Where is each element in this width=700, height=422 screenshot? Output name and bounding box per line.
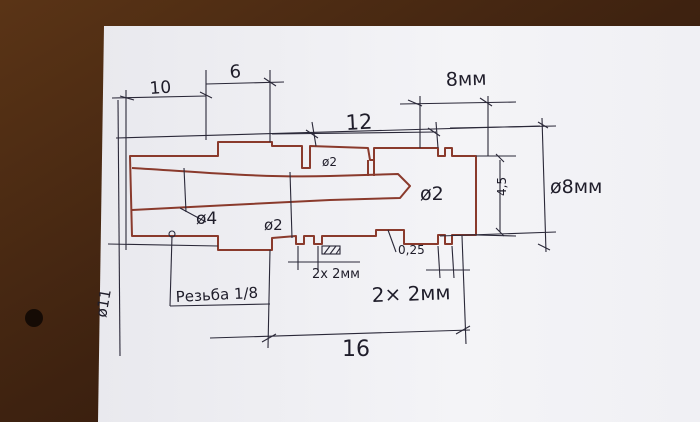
label-groove-small: 2x 2мм [312, 267, 360, 282]
label-dim-0-25: 0,25 [398, 243, 425, 257]
label-groove-large: 2× 2мм [371, 280, 451, 307]
label-dim-4-5: 4,5 [495, 177, 509, 196]
label-dia-2-small: ø2 [322, 155, 337, 169]
label-dia-8mm: ø8мм [550, 176, 602, 198]
label-dia-2-right: ø2 [420, 183, 444, 205]
label-len-6: 6 [229, 61, 242, 83]
dimension-labels: 10 6 12 8мм ø8мм 4,5 ø4 ø2 ø2 ø2 0,25 2x… [92, 61, 602, 362]
paper-sheet [98, 26, 700, 422]
table-hole [25, 309, 43, 327]
label-len-10: 10 [149, 78, 172, 99]
label-dia-4: ø4 [196, 209, 217, 229]
dimension-lines [107, 70, 557, 357]
part-outline [129, 141, 477, 251]
label-dia-2-bore: ø2 [264, 216, 283, 234]
label-len-16: 16 [342, 337, 370, 362]
label-dia-11: ø11 [92, 288, 115, 319]
label-len-12: 12 [345, 110, 373, 135]
label-len-8mm: 8мм [445, 68, 487, 91]
label-thread: Резьба 1/8 [175, 284, 258, 306]
